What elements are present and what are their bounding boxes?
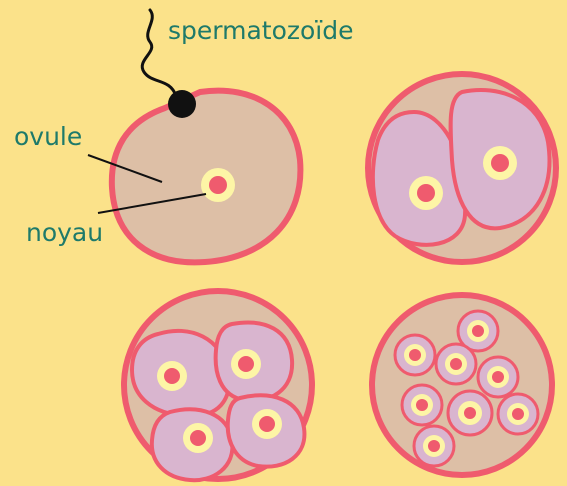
- label-ovule: ovule: [14, 124, 82, 149]
- morula-nucleus-center: [409, 349, 421, 361]
- label-spermatozoide: spermatozoïde: [168, 18, 354, 43]
- cell-top-right-nucleus-center: [238, 356, 254, 372]
- stage-two-cells: [368, 74, 556, 262]
- morula-nucleus-center: [464, 407, 476, 419]
- morula-nucleus-center: [492, 371, 504, 383]
- cell-top-left-nucleus-center: [164, 368, 180, 384]
- stage-morula: [372, 295, 552, 475]
- cell-right-nucleus-center: [491, 154, 509, 172]
- spermatozoon-head: [168, 90, 196, 118]
- cell-bottom-right-nucleus-center: [259, 416, 275, 432]
- morula-nucleus-center: [512, 408, 524, 420]
- cell-bottom-left-nucleus-center: [190, 430, 206, 446]
- morula-nucleus-center: [416, 399, 428, 411]
- cell-left-nucleus-center: [417, 184, 435, 202]
- label-noyau: noyau: [26, 220, 103, 245]
- stage-four-cells: [124, 291, 312, 480]
- stage-fertilization: [88, 10, 300, 262]
- morula-nucleus-center: [428, 440, 440, 452]
- morula-nucleus-center: [472, 325, 484, 337]
- ovule-nucleus-center: [209, 176, 227, 194]
- morula-nucleus-center: [450, 358, 462, 370]
